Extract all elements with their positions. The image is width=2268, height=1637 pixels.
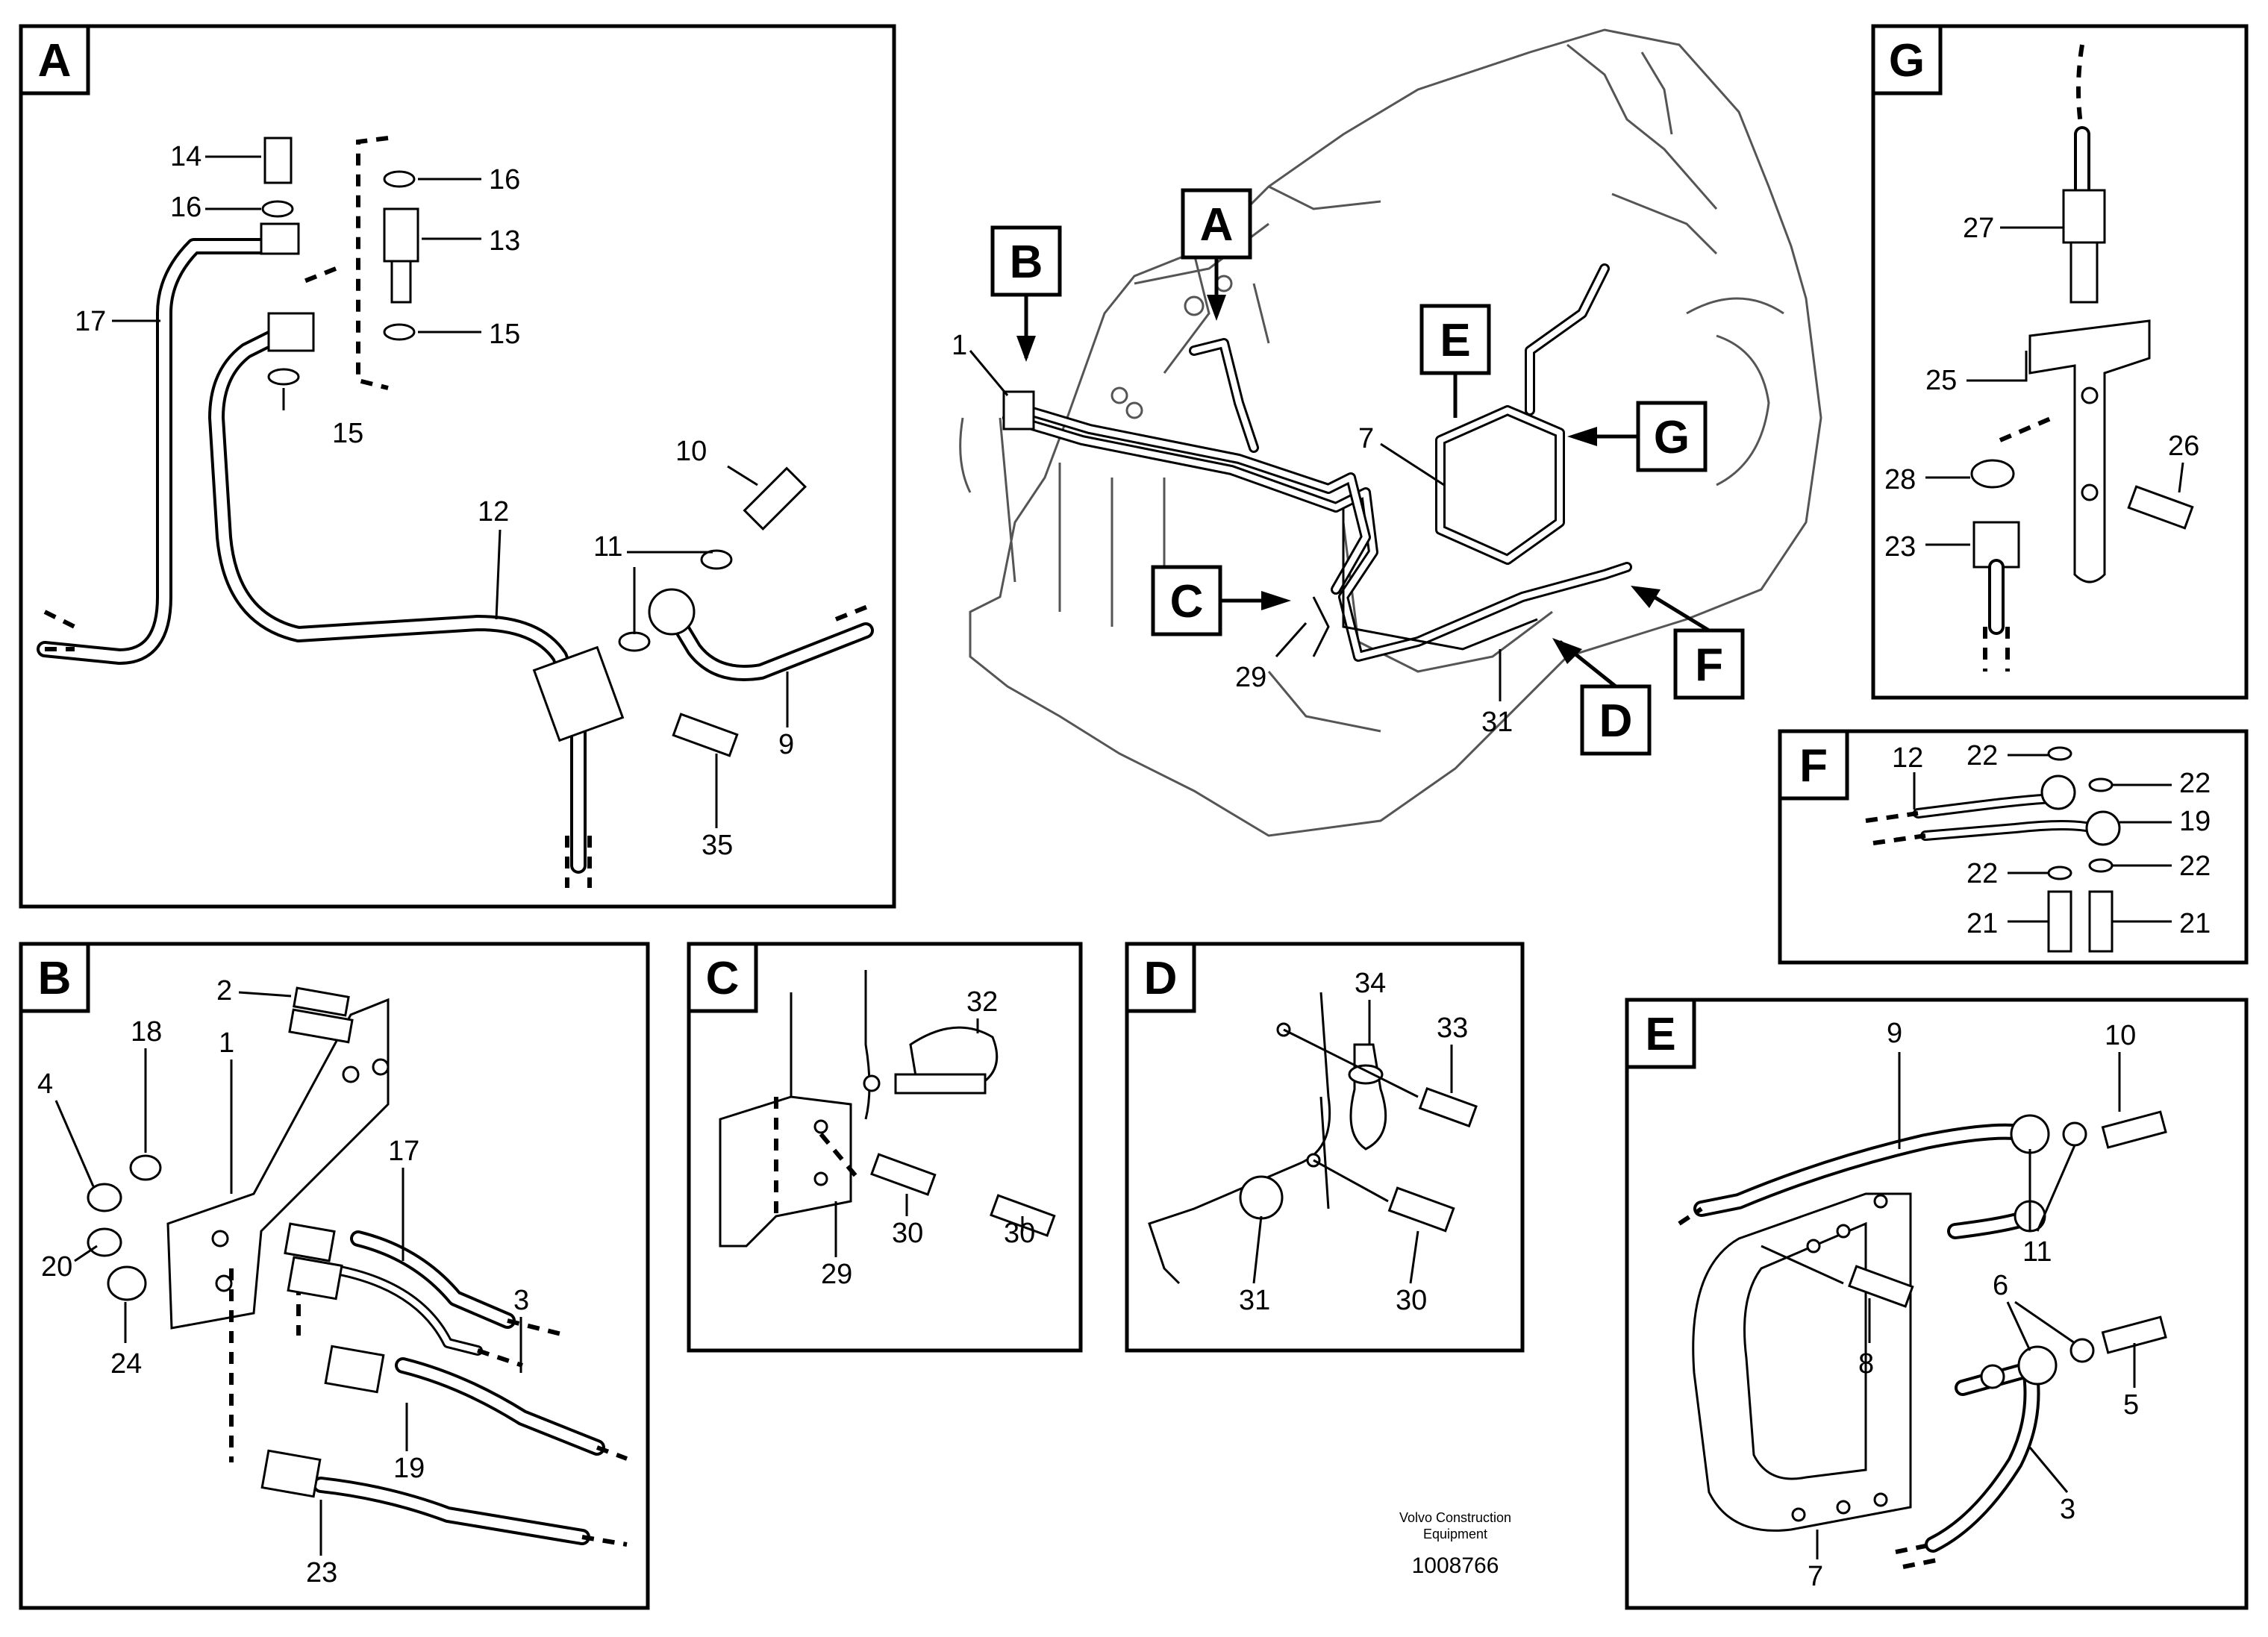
callout-17: 17 [75, 306, 106, 337]
panel-A: A 14 16 17 16 13 [19, 24, 896, 909]
callout-31-D: 31 [1239, 1285, 1270, 1316]
callout-9-E: 9 [1887, 1018, 1902, 1049]
callout-2: 2 [216, 975, 232, 1007]
callout-35: 35 [702, 830, 733, 861]
callout-20: 20 [41, 1251, 72, 1283]
overview-letter-E: E [1440, 315, 1470, 366]
callout-13: 13 [489, 225, 520, 257]
footer-credits: Volvo Construction Equipment 1008766 [1399, 1510, 1511, 1578]
callout-7: 7 [1358, 423, 1374, 454]
callout-9: 9 [778, 729, 794, 760]
callout-22b: 22 [2179, 768, 2211, 799]
company-line-1: Volvo Construction [1399, 1510, 1511, 1525]
callout-1: 1 [952, 330, 967, 361]
callout-28: 28 [1884, 464, 1916, 495]
panel-letter-D: D [1144, 953, 1178, 1004]
callout-14: 14 [170, 141, 202, 172]
panel-letter-A: A [38, 35, 72, 87]
panel-letter-B: B [38, 953, 72, 1004]
callout-31: 31 [1481, 707, 1513, 738]
callout-23-B: 23 [306, 1557, 337, 1589]
callout-1-B: 1 [219, 1027, 234, 1059]
panel-F: F 12 22 22 19 22 22 21 21 [1778, 729, 2249, 965]
callout-8: 8 [1858, 1348, 1874, 1380]
callout-3-B: 3 [513, 1285, 529, 1316]
callout-23: 23 [1884, 531, 1916, 563]
panel-letter-F: F [1799, 740, 1828, 792]
callout-32: 32 [966, 986, 998, 1018]
overview-letter-boxes: B A E G C D F [990, 188, 1745, 756]
callout-18: 18 [131, 1016, 162, 1048]
panel-B: B 2 1 18 4 17 20 24 3 19 [19, 942, 650, 1610]
callout-6: 6 [1993, 1270, 2008, 1301]
panel-D: D 34 33 31 30 [1125, 942, 1525, 1353]
callout-19-B: 19 [393, 1453, 425, 1484]
panel-letter-G: G [1889, 35, 1925, 87]
callout-30b: 30 [1004, 1218, 1035, 1249]
callout-22d: 22 [2179, 851, 2211, 882]
panel-letter-E: E [1645, 1009, 1675, 1060]
overview-letter-C: C [1170, 576, 1204, 627]
callout-15b: 15 [332, 418, 363, 449]
callout-16: 16 [170, 192, 202, 223]
callout-12: 12 [478, 496, 509, 528]
callout-25: 25 [1925, 365, 1957, 396]
document-number: 1008766 [1412, 1553, 1499, 1578]
company-line-2: Equipment [1423, 1527, 1487, 1541]
overview-callouts: 1 7 29 31 [952, 330, 1513, 738]
panel-E: E 9 10 11 8 6 5 3 7 [1625, 998, 2249, 1610]
callout-22c: 22 [1966, 858, 1998, 889]
callout-10-E: 10 [2105, 1020, 2136, 1051]
overview-letter-B: B [1010, 237, 1043, 288]
panel-C: C 32 30 30 29 [687, 942, 1083, 1353]
callout-26: 26 [2168, 431, 2199, 462]
overview-letter-G: G [1654, 412, 1690, 463]
overview-pipes [1002, 263, 1632, 662]
callout-22a: 22 [1966, 740, 1998, 771]
callout-10: 10 [675, 436, 707, 467]
overview-letter-F: F [1695, 639, 1723, 691]
callout-24: 24 [110, 1348, 142, 1380]
callout-16b: 16 [489, 164, 520, 195]
callout-4: 4 [37, 1068, 53, 1100]
callout-29: 29 [1235, 662, 1266, 693]
callout-30a: 30 [892, 1218, 923, 1249]
callout-3-E: 3 [2060, 1494, 2075, 1525]
callout-11-E: 11 [2022, 1236, 2052, 1268]
panel-G: G 27 25 28 26 23 [1871, 24, 2249, 700]
callout-12-F: 12 [1892, 742, 1923, 774]
callout-11: 11 [593, 531, 622, 563]
callout-5: 5 [2123, 1389, 2139, 1421]
engine-overview [959, 28, 1822, 837]
callout-19: 19 [2179, 806, 2211, 837]
callout-33: 33 [1437, 1012, 1468, 1044]
callout-27: 27 [1963, 213, 1994, 244]
overview-letter-A: A [1200, 199, 1234, 251]
callout-7-E: 7 [1808, 1561, 1823, 1592]
callout-17-B: 17 [388, 1136, 419, 1167]
callout-21b: 21 [2179, 908, 2211, 939]
callout-21a: 21 [1966, 908, 1998, 939]
overview-letter-D: D [1599, 695, 1633, 747]
callout-30-D: 30 [1396, 1285, 1427, 1316]
callout-34: 34 [1355, 968, 1386, 999]
callout-29-C: 29 [821, 1259, 852, 1290]
callout-15: 15 [489, 319, 520, 350]
panel-letter-C: C [706, 953, 740, 1004]
